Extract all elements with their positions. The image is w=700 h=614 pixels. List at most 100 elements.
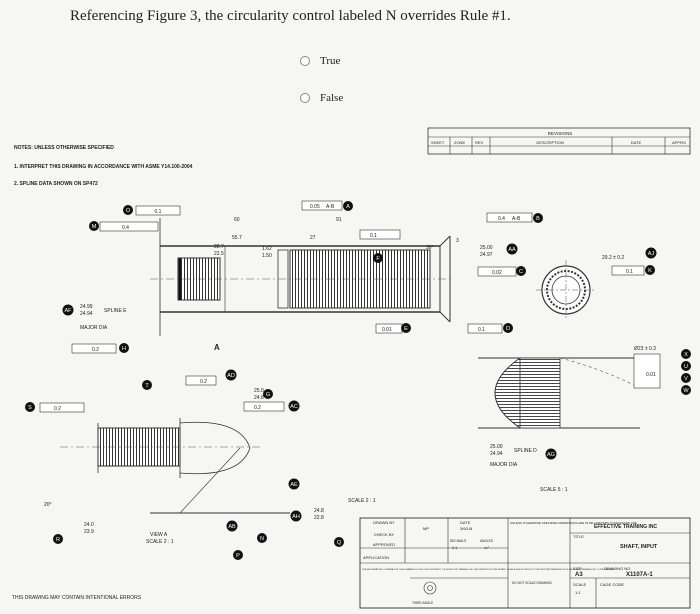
dim-24-94b: 24.94	[490, 451, 503, 457]
tb-decimals: DECIMALS	[450, 539, 466, 543]
tb-company: EFFECTIVE TRAINING INC	[594, 524, 657, 530]
fcf-ac-tol: 0.2	[254, 405, 261, 411]
tb-approved: APPROVED	[373, 542, 395, 547]
balloon-af: AF	[64, 308, 72, 314]
spline-e: SPLINE E	[104, 308, 127, 314]
balloon-ah: AH	[292, 514, 300, 520]
detail-view-left	[60, 418, 290, 514]
tb-dwg-no-lbl: DRAWING NO.	[604, 566, 631, 571]
dim-24-99: 24.99	[80, 304, 93, 310]
spline-d: SPLINE D	[514, 448, 537, 454]
balloon-g: G	[266, 392, 270, 398]
balloon-k: K	[648, 268, 652, 274]
fcf-ad-tol: 0.2	[200, 379, 207, 385]
tb-do-not-scale: DO NOT SCALE DRAWING	[512, 581, 552, 585]
fcf-frames: 0.1 0.4 0.05 A-B 0.4 A-B 0.1 0.02 0.1 0.…	[39, 200, 661, 413]
dim-22-8: 22.8	[314, 515, 324, 521]
balloon-ab: AB	[228, 524, 236, 530]
balloon-aa: AA	[508, 247, 516, 253]
tb-x1: X.1	[452, 546, 457, 550]
tb-dwg-no: X1107A-1	[626, 572, 653, 578]
tb-mp: MP	[423, 526, 429, 531]
dimension-text: 60 55.7 91 27 22.7 22.5 1.62 1.50 3 30° …	[44, 217, 656, 535]
dim-25-00: 25.00	[480, 245, 493, 251]
option-true[interactable]: True	[300, 55, 340, 67]
balloon-a: A	[346, 204, 350, 210]
tb-title: SHAFT, INPUT	[620, 544, 658, 550]
balloon-m: M	[92, 224, 97, 230]
revisions-title: REVISIONS	[548, 131, 573, 136]
fcf-a-tol: 0.05	[310, 204, 320, 210]
dim-23-9: 23.9	[84, 529, 94, 535]
balloon-e: E	[404, 326, 408, 332]
main-shaft	[150, 218, 451, 336]
balloon-p: P	[236, 553, 240, 559]
dim-27: 27	[310, 235, 316, 241]
view-a-scale: SCALE 2 : 1	[146, 539, 174, 545]
option-false-label: False	[320, 92, 344, 104]
notes-title: NOTES: UNLESS OTHERWISE SPECIFIED	[14, 145, 114, 151]
rev-date: DATE	[631, 140, 642, 145]
balloon-s: S	[28, 405, 32, 411]
dim-25-0: 25.0	[254, 388, 264, 394]
tb-angles: ANGLES	[480, 539, 493, 543]
tb-application: APPLICATION	[363, 555, 389, 560]
scale-2-1-label: SCALE 2 : 1	[348, 498, 376, 504]
tb-checked-by: CHECK BY	[374, 532, 395, 537]
major-dia-e: MAJOR DIA	[80, 325, 108, 331]
balloon-b: B	[536, 216, 540, 222]
balloon-t: T	[145, 383, 149, 389]
tb-size-val: A3	[575, 572, 583, 578]
fcf-f-tol: 0.1	[370, 233, 377, 239]
view-labels: A VIEW A SCALE 2 : 1 SCALE 2 : 1 SCALE 5…	[146, 343, 568, 545]
balloon-v: V	[684, 376, 688, 382]
balloon-ad: AD	[227, 373, 235, 379]
fcf-h-tol: 0.2	[92, 347, 99, 353]
rev-description: DESCRIPTION	[536, 140, 563, 145]
fcf-c-tol: 0.02	[492, 270, 502, 276]
dim-1-50: 1.50	[262, 253, 272, 259]
revisions-block: REVISIONS SHEET ZONE REV DESCRIPTION DAT…	[427, 127, 691, 155]
engineering-drawing: REVISIONS SHEET ZONE REV DESCRIPTION DAT…	[12, 127, 691, 609]
dim-20: 20°	[44, 502, 52, 508]
balloon-r: R	[56, 537, 60, 543]
dim-55-7: 55.7	[232, 235, 242, 241]
tb-size: SIZE	[573, 566, 582, 571]
dim-1-62: 1.62	[262, 246, 272, 252]
balloon-u: U	[684, 364, 688, 370]
balloon-q: Q	[337, 540, 342, 546]
rev-approved: APPRO	[672, 140, 686, 145]
dim-29-2: 29.2 ± 0.2	[602, 255, 624, 261]
scale-5-1-label: SCALE 5 : 1	[540, 487, 568, 493]
balloon-ae: AE	[290, 482, 298, 488]
option-false[interactable]: False	[300, 92, 343, 104]
balloon-o: O	[126, 208, 131, 214]
rev-zone: ZONE	[454, 140, 465, 145]
balloon-ac: AC	[290, 404, 298, 410]
tb-cage: CAGE CODE	[600, 582, 624, 587]
dim-22-7: 22.7	[214, 244, 224, 250]
radio-true[interactable]	[300, 56, 310, 66]
fcf-b-datums: A-B	[512, 216, 521, 222]
tb-ang: ±1°	[484, 546, 490, 550]
balloon-ag: AG	[547, 452, 555, 458]
dim-24-8: 24.8	[254, 395, 264, 401]
dim-24-0: 24.0	[84, 522, 94, 528]
dim-3: 3	[456, 238, 459, 244]
fcf-a-datums: A-B	[326, 204, 335, 210]
rev-sheet: SHEET	[431, 140, 445, 145]
balloons: O M A B F C AA AJ K E D AF H T S AD G AC	[25, 201, 691, 560]
dim-24-8b: 24.8	[314, 508, 324, 514]
fcf-n-tol: 0.01	[646, 372, 656, 378]
section-a-label: A	[214, 343, 220, 352]
radio-false[interactable]	[300, 93, 310, 103]
tb-scale-lbl: SCALE	[573, 582, 586, 587]
tb-info: THE INFORMATION CONTAINED IN THIS DRAWIN…	[362, 568, 614, 571]
tb-title-lbl: TITLE	[573, 534, 584, 539]
dim-24-97: 24.97	[480, 252, 493, 258]
title-block: DRAWN BY MP DATE 3/6/1/8 CHECK BY APPROV…	[359, 517, 691, 609]
fcf-k-tol: 0.1	[626, 269, 633, 275]
dim-25-00b: 25.00	[490, 444, 503, 450]
dim-23: Ø23 ± 0.3	[634, 346, 656, 352]
rev-rev: REV	[475, 140, 484, 145]
